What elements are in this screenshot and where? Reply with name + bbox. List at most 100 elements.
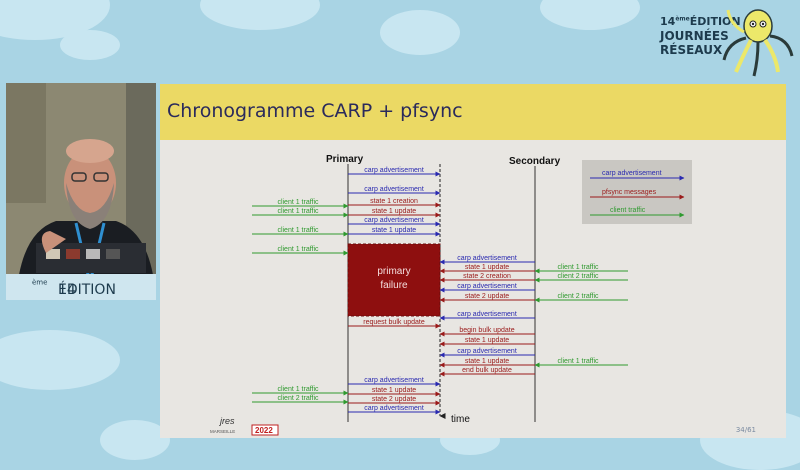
svg-text:client 1 traffic: client 1 traffic	[557, 358, 599, 365]
secondary-message-arrow: begin bulk update	[439, 327, 535, 337]
octopus-mascot-icon	[722, 9, 794, 77]
secondary-message-arrow: state 2 update	[439, 293, 535, 303]
svg-text:carp advertisement: carp advertisement	[457, 283, 517, 290]
svg-text:client 1 traffic: client 1 traffic	[277, 199, 319, 206]
time-label: time	[451, 414, 470, 425]
primary-message-arrow: request bulk update	[348, 319, 441, 329]
svg-text:client 1 traffic: client 1 traffic	[277, 208, 319, 215]
svg-text:carp advertisement: carp advertisement	[364, 377, 424, 384]
jres-logo: jres MARSEILLE 2022	[210, 416, 279, 436]
svg-text:client 2 traffic: client 2 traffic	[557, 273, 599, 280]
failure-label-line1: primary	[377, 266, 410, 277]
background-blob	[380, 10, 460, 55]
legend-box	[582, 160, 692, 224]
event-edition: 14èmeÉDITION	[660, 15, 741, 28]
client-left-arrow: client 1 traffic	[252, 246, 349, 256]
legend-client: client traffic	[590, 207, 685, 218]
client-left-arrow: client 2 traffic	[252, 395, 349, 405]
primary-failure-box	[347, 243, 441, 317]
slide-header: Chronogramme CARP + pfsync	[160, 84, 786, 140]
svg-text:client 1 traffic: client 1 traffic	[277, 246, 319, 253]
secondary-message-arrow: state 2 creation	[439, 273, 535, 283]
secondary-message-arrow: carp advertisement	[439, 348, 535, 358]
message-arrows: carp advertisement carp advertisement stat…	[252, 167, 628, 415]
svg-text:carp advertisement: carp advertisement	[457, 348, 517, 355]
primary-message-arrow: carp advertisement	[348, 186, 441, 196]
primary-message-arrow: state 1 update	[348, 208, 441, 218]
primary-message-arrow: state 1 update	[348, 227, 441, 237]
secondary-message-arrow: carp advertisement	[439, 283, 535, 293]
primary-message-arrow: carp advertisement	[348, 167, 441, 177]
svg-text:client 1 traffic: client 1 traffic	[277, 386, 319, 393]
svg-text:state 1 creation: state 1 creation	[370, 198, 418, 205]
svg-text:client traffic: client traffic	[610, 207, 646, 214]
svg-text:pfsync messages: pfsync messages	[602, 189, 657, 196]
secondary-message-arrow: carp advertisement	[439, 255, 535, 265]
presentation-slide: Chronogramme CARP + pfsync Primary Secon…	[160, 84, 786, 438]
event-name-line1: JOURNÉES	[660, 29, 729, 43]
background-blob	[200, 0, 320, 30]
svg-text:state 1 update: state 1 update	[465, 264, 509, 271]
background-blob	[540, 0, 640, 30]
slide-body: Primary Secondary time primary failure c…	[160, 140, 786, 438]
client-right-arrow: client 2 traffic	[534, 273, 628, 283]
svg-text:state 1 update: state 1 update	[465, 337, 509, 344]
legend-carp: carp advertisement	[590, 170, 685, 181]
svg-text:carp advertisement: carp advertisement	[364, 217, 424, 224]
svg-text:carp advertisement: carp advertisement	[364, 405, 424, 412]
primary-message-arrow: state 1 update	[348, 387, 441, 397]
client-left-arrow: client 1 traffic	[252, 227, 349, 237]
client-left-arrow: client 1 traffic	[252, 386, 349, 396]
slide-page-number: 34/61	[735, 426, 756, 434]
svg-text:state 1 update: state 1 update	[465, 358, 509, 365]
client-left-arrow: client 1 traffic	[252, 199, 349, 209]
svg-text:MARSEILLE: MARSEILLE	[210, 429, 235, 434]
svg-text:state 1 update: state 1 update	[372, 227, 416, 234]
primary-label: Primary	[326, 154, 364, 165]
speaker-video-frame	[6, 83, 156, 300]
svg-text:carp advertisement: carp advertisement	[364, 167, 424, 174]
secondary-message-arrow: state 1 update	[439, 337, 535, 347]
primary-message-arrow: carp advertisement	[348, 377, 441, 387]
svg-text:state 1 update: state 1 update	[372, 387, 416, 394]
svg-text:2022: 2022	[255, 426, 273, 435]
svg-text:client 2 traffic: client 2 traffic	[557, 293, 599, 300]
svg-text:end bulk update: end bulk update	[462, 367, 512, 374]
svg-text:carp advertisement: carp advertisement	[602, 170, 662, 177]
svg-text:client 1 traffic: client 1 traffic	[557, 264, 599, 271]
client-right-arrow: client 2 traffic	[534, 293, 628, 303]
client-right-arrow: client 1 traffic	[534, 358, 628, 368]
event-name-line2: RÉSEAUX	[660, 43, 723, 57]
svg-text:jres: jres	[219, 416, 235, 426]
slide-title: Chronogramme CARP + pfsync	[167, 100, 463, 122]
svg-text:state 2 creation: state 2 creation	[463, 273, 511, 280]
svg-text:state 1 update: state 1 update	[372, 208, 416, 215]
svg-text:client 1 traffic: client 1 traffic	[277, 227, 319, 234]
svg-text:begin bulk update: begin bulk update	[459, 327, 514, 334]
background-blob	[60, 30, 120, 60]
primary-message-arrow: state 2 update	[348, 396, 441, 406]
client-left-arrow: client 1 traffic	[252, 208, 349, 218]
primary-message-arrow: carp advertisement	[348, 217, 441, 227]
primary-message-arrow: carp advertisement	[348, 405, 441, 415]
secondary-label: Secondary	[509, 156, 561, 167]
event-logo: 14èmeÉDITION JOURNÉES RÉSEAUX	[650, 10, 790, 80]
secondary-message-arrow: carp advertisement	[439, 311, 535, 321]
svg-text:state 2 update: state 2 update	[465, 293, 509, 300]
svg-text:request bulk update: request bulk update	[363, 319, 425, 326]
svg-text:state 2 update: state 2 update	[372, 396, 416, 403]
background-blob	[0, 330, 120, 390]
primary-message-arrow: state 1 creation	[348, 198, 441, 208]
svg-text:carp advertisement: carp advertisement	[457, 255, 517, 262]
secondary-message-arrow: end bulk update	[439, 367, 535, 377]
secondary-message-arrow: state 1 update	[439, 264, 535, 274]
svg-text:carp advertisement: carp advertisement	[457, 311, 517, 318]
svg-text:carp advertisement: carp advertisement	[364, 186, 424, 193]
legend-pfsync: pfsync messages	[590, 189, 685, 200]
carp-pfsync-sequence-diagram: Primary Secondary time primary failure c…	[252, 154, 692, 425]
failure-label-line2: failure	[380, 280, 408, 291]
secondary-message-arrow: state 1 update	[439, 358, 535, 368]
